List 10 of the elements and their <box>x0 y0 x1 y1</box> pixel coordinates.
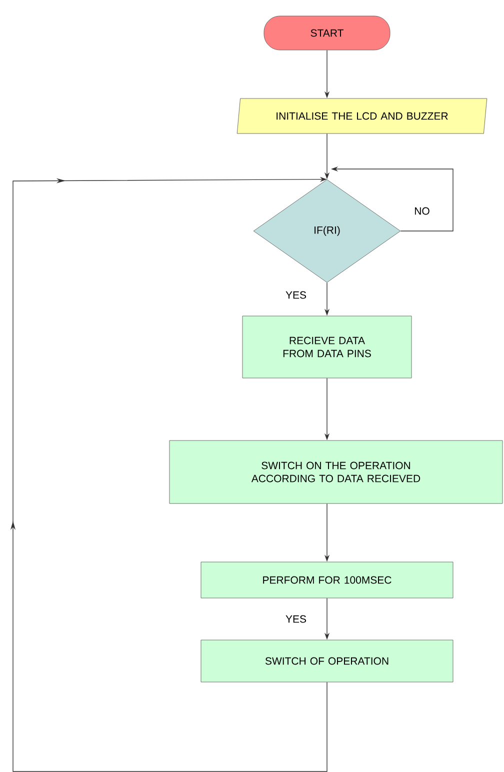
arrow <box>10 176 328 772</box>
process-box: RECIEVE DATA FROM DATA PINS <box>242 316 412 378</box>
edge-label: YES <box>284 290 308 300</box>
process-box: SWITCH OF OPERATION <box>200 640 454 682</box>
start-terminal: START <box>264 16 390 50</box>
edge-label: YES <box>284 614 308 624</box>
process-box: SWITCH ON THE OPERATION ACCORDING TO DATA RECIEVED <box>169 440 503 504</box>
process-box: PERFORM FOR 100MSEC <box>200 562 454 598</box>
input-parallelogram: INITIALISE THE LCD AND BUZZER <box>236 98 488 134</box>
edge-label: NO <box>413 206 431 216</box>
